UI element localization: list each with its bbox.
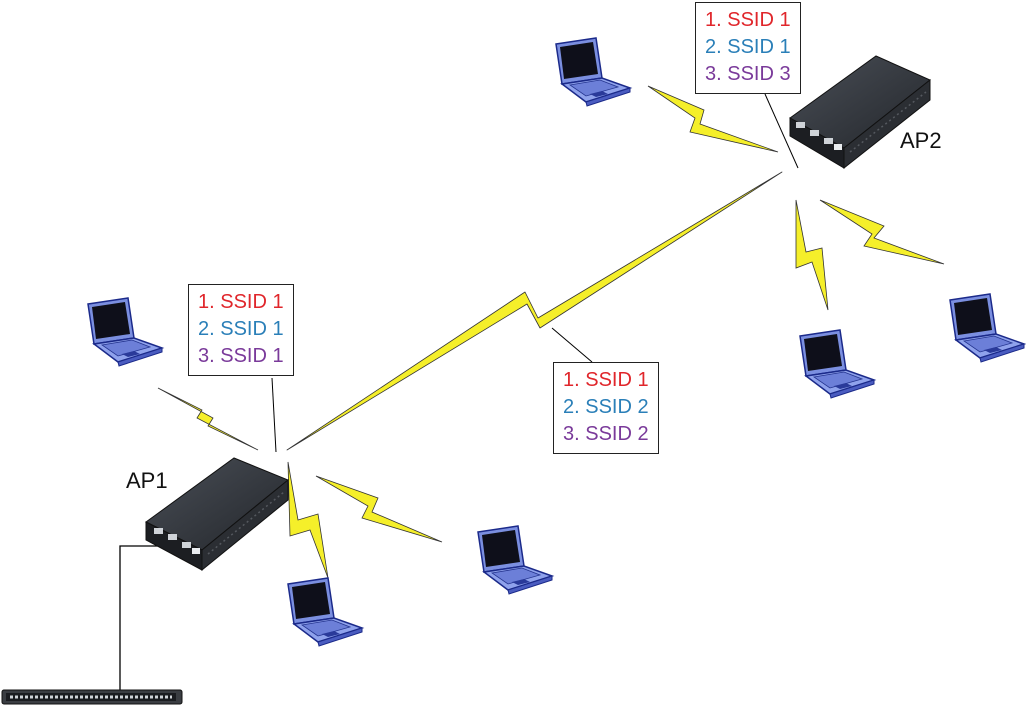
ap1-ssid-callout: 1. SSID 1 2. SSID 1 3. SSID 1 xyxy=(188,284,294,376)
ap1-label: AP1 xyxy=(126,468,168,493)
ssid-line: 1. SSID 1 xyxy=(705,9,791,31)
link-callout-leader xyxy=(551,327,593,363)
lightning-bolt-icon xyxy=(819,199,945,265)
ssid-line: 1. SSID 1 xyxy=(563,369,649,391)
laptop-icon xyxy=(287,577,363,647)
laptop-icon xyxy=(87,297,163,367)
network-switch-icon xyxy=(1,689,183,705)
uplink-cable xyxy=(119,545,160,700)
ssid-line: 3. SSID 2 xyxy=(563,423,649,445)
link-ssid-callout: 1. SSID 1 2. SSID 2 3. SSID 2 xyxy=(553,362,659,454)
ap2-callout-leader xyxy=(764,93,799,169)
router-icon xyxy=(789,55,931,170)
lightning-bolt-icon xyxy=(315,475,443,543)
laptop-icon xyxy=(477,525,553,595)
lightning-bolt-icon xyxy=(157,387,259,451)
lightning-bolt-icon xyxy=(795,199,829,311)
ssid-line: 2. SSID 2 xyxy=(563,396,649,418)
ssid-line: 2. SSID 1 xyxy=(198,318,284,340)
ssid-line: 1. SSID 1 xyxy=(198,291,284,313)
laptop-icon xyxy=(949,293,1025,363)
laptop-icon xyxy=(555,37,631,107)
ssid-line: 3. SSID 1 xyxy=(198,345,284,367)
laptop-icon xyxy=(799,329,875,399)
ap2-ssid-callout: 1. SSID 1 2. SSID 1 3. SSID 3 xyxy=(695,2,801,94)
ssid-line: 2. SSID 1 xyxy=(705,36,791,58)
router-icon xyxy=(145,457,289,572)
ap2-label: AP2 xyxy=(900,128,942,153)
ssid-line: 3. SSID 3 xyxy=(705,63,791,85)
ap1-callout-leader xyxy=(271,377,277,453)
lightning-bolt-icon xyxy=(647,85,779,153)
lightning-bolt-icon xyxy=(286,171,783,451)
